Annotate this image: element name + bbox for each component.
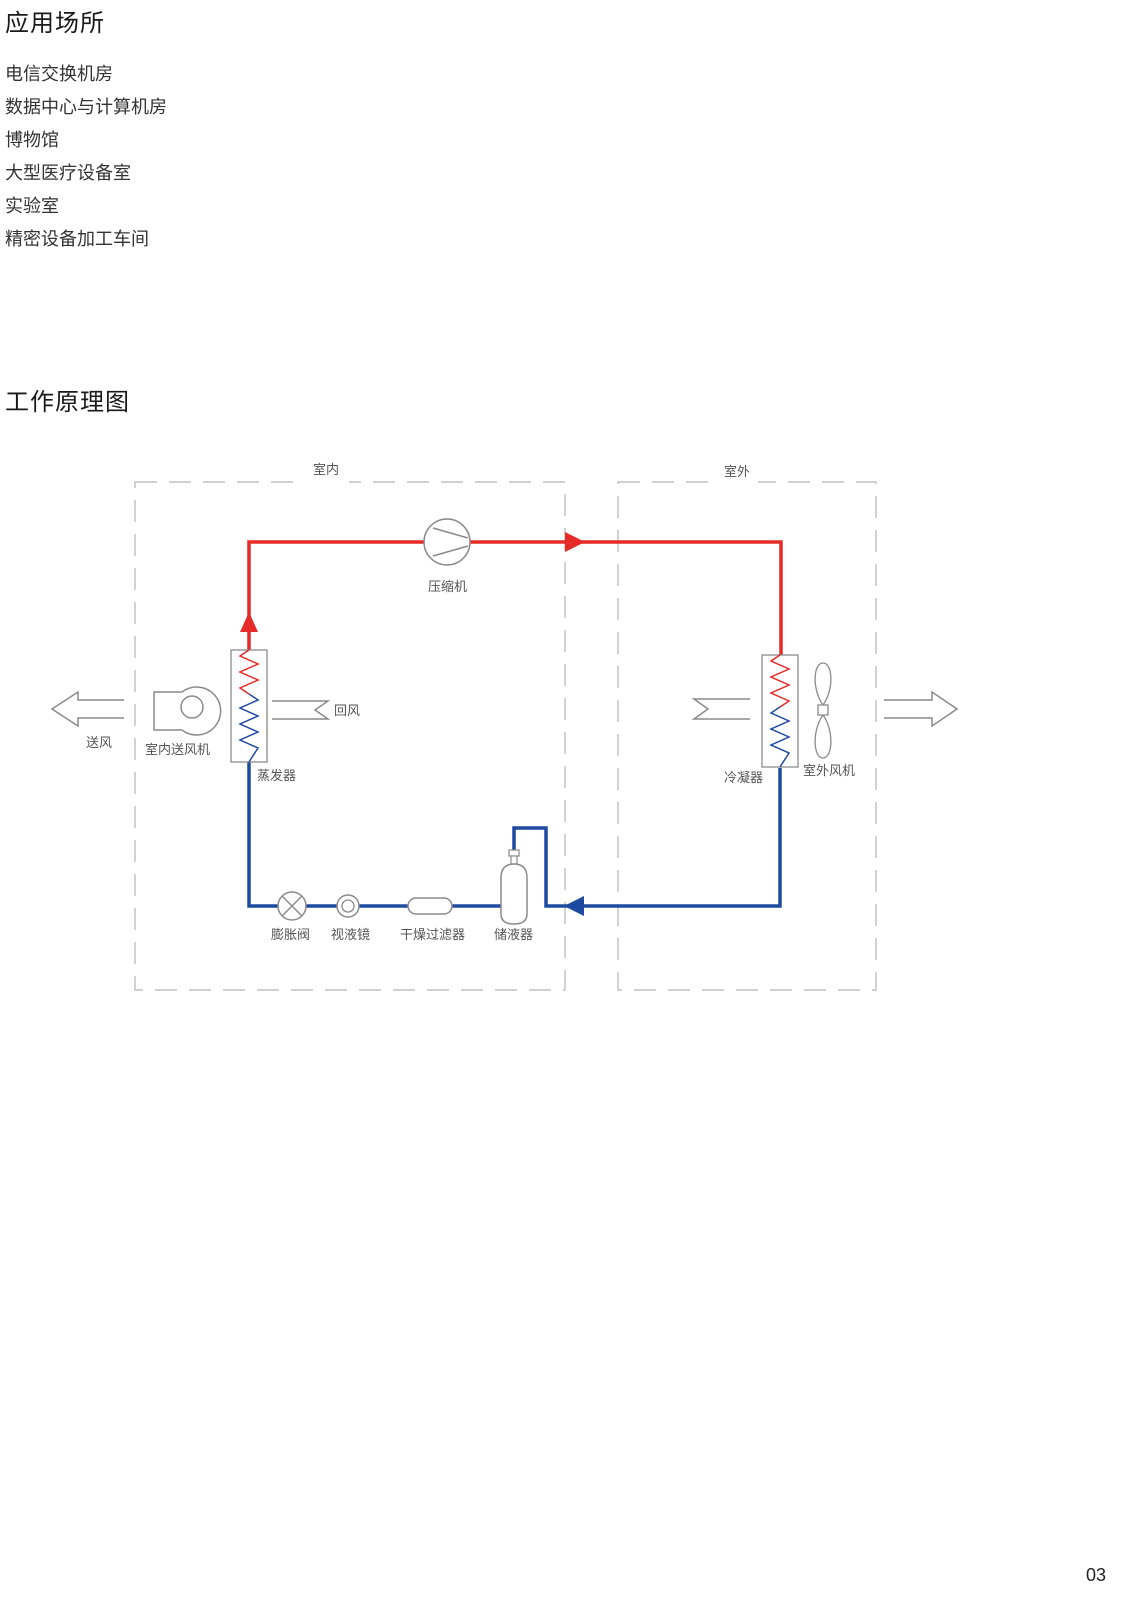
supply-air-arrow-icon <box>50 690 124 728</box>
indoor-zone-box <box>134 481 566 991</box>
list-item: 大型医疗设备室 <box>5 163 131 184</box>
application-list: 电信交换机房 数据中心与计算机房 博物馆 大型医疗设备室 实验室 精密设备加工车… <box>5 58 167 256</box>
liquid-line <box>247 762 501 908</box>
expansion-valve-icon <box>277 891 307 921</box>
list-item: 电信交换机房 <box>5 64 113 85</box>
compressor-label: 压缩机 <box>428 579 467 595</box>
cold-refrigerant-line <box>512 768 782 908</box>
expansion-valve-label: 膨胀阀 <box>271 928 310 943</box>
indoor-fan-icon <box>153 686 222 736</box>
compressor-icon <box>423 518 471 566</box>
section-title-applications: 应用场所 <box>5 9 105 37</box>
sight-glass-label: 视液镜 <box>331 928 370 943</box>
dryer-filter-icon <box>407 897 453 915</box>
list-item: 实验室 <box>5 196 59 217</box>
page-number: 03 <box>1085 1565 1106 1585</box>
evaporator-label: 蒸发器 <box>257 768 296 784</box>
flow-arrow-right <box>565 532 585 552</box>
return-air-arrow-icon <box>272 700 331 720</box>
condenser-label: 冷凝器 <box>724 770 763 786</box>
outdoor-zone-label: 室外 <box>724 464 750 480</box>
exhaust-air-arrow-icon <box>884 690 959 728</box>
flow-arrow-left <box>564 896 584 916</box>
flow-arrow-up <box>240 612 258 632</box>
outdoor-fan-icon <box>814 662 832 759</box>
evaporator-icon <box>230 649 268 763</box>
supply-air-label: 送风 <box>86 736 112 751</box>
indoor-fan-label: 室内送风机 <box>145 742 210 758</box>
receiver-tank-icon <box>500 849 528 925</box>
section-title-diagram: 工作原理图 <box>5 388 130 416</box>
dryer-filter-label: 干燥过滤器 <box>400 928 465 943</box>
working-principle-diagram: 室内 室外 压缩机 蒸发器 室内送风机 送风 回风 冷凝器 <box>50 462 959 991</box>
intake-air-arrow-icon <box>691 698 750 720</box>
outdoor-zone-box <box>617 481 877 991</box>
sight-glass-icon <box>336 894 360 918</box>
list-item: 博物馆 <box>5 130 59 151</box>
condenser-icon <box>761 654 799 768</box>
receiver-label: 储液器 <box>494 928 533 943</box>
return-air-label: 回风 <box>334 704 360 719</box>
list-item: 数据中心与计算机房 <box>5 97 167 118</box>
outdoor-fan-label: 室外风机 <box>803 763 855 779</box>
hot-refrigerant-line <box>247 540 783 655</box>
indoor-zone-label: 室内 <box>313 462 339 478</box>
list-item: 精密设备加工车间 <box>5 229 149 250</box>
